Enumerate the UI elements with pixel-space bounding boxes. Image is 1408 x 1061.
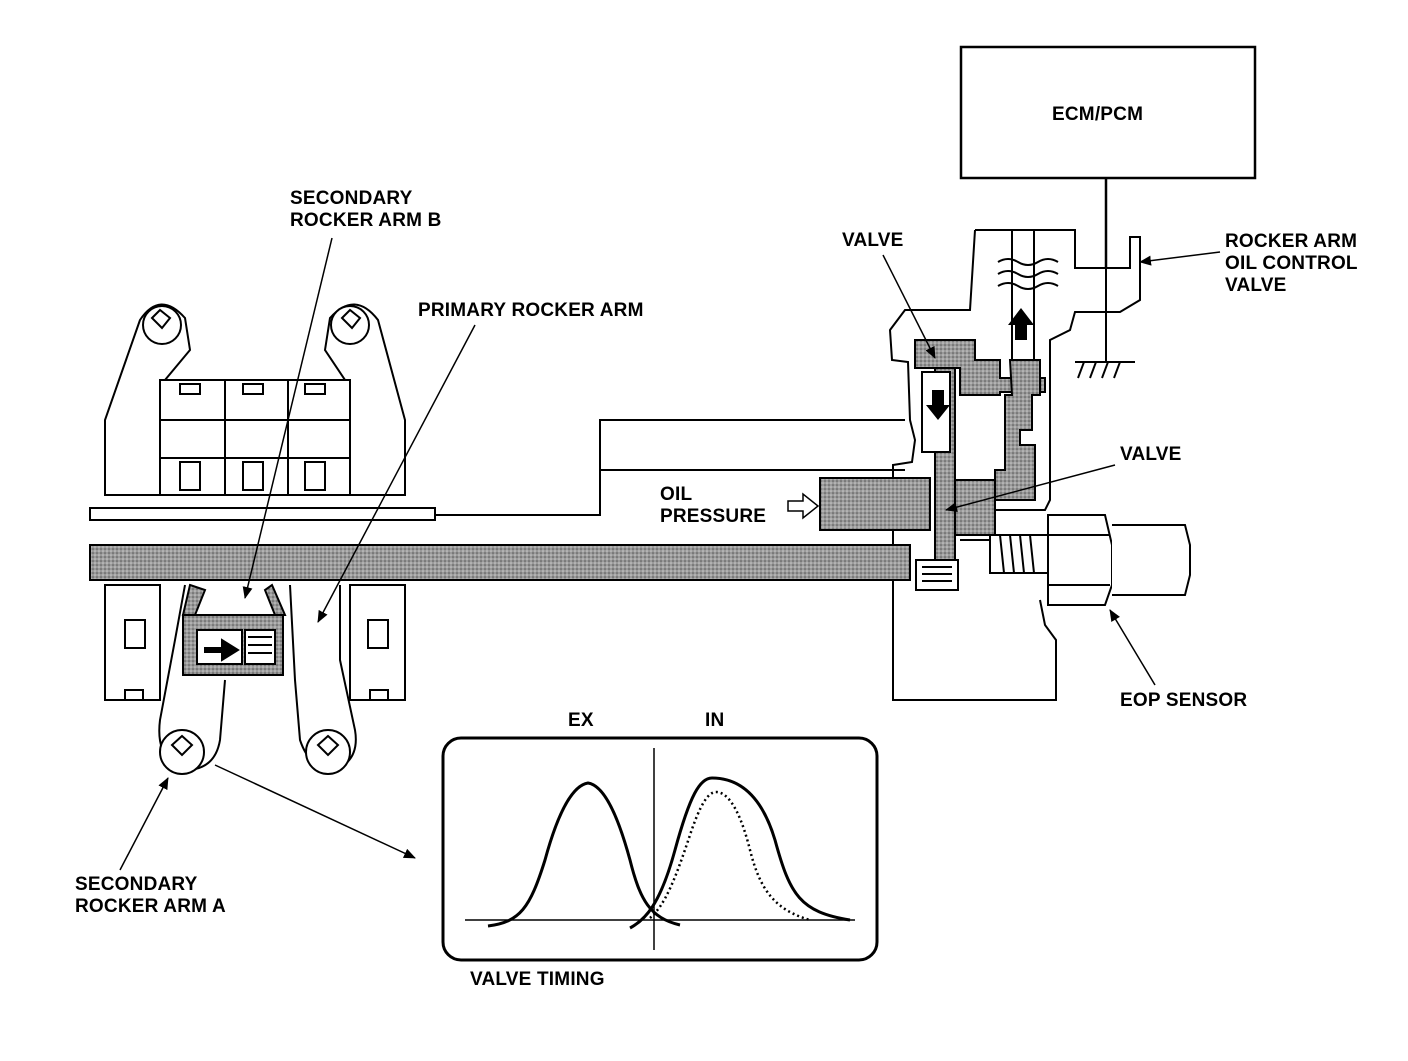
in-label: IN <box>705 710 725 731</box>
rocker-shaft <box>89 419 931 581</box>
valve-timing-label: VALVE TIMING <box>470 969 605 990</box>
oil-pressure-arrow-icon <box>787 492 820 520</box>
valve-timing-graph <box>441 736 879 962</box>
rocker-oil-control-line3: VALVE <box>1225 275 1287 296</box>
valve-top-label: VALVE <box>842 230 904 251</box>
ecm-pcm-label: ECM/PCM <box>1052 104 1144 125</box>
exhaust-curve <box>487 781 681 928</box>
valve-mid-label: VALVE <box>1120 444 1182 465</box>
eop-sensor <box>989 514 1191 606</box>
synchronizing-pistons <box>181 583 287 676</box>
ex-label: EX <box>568 710 594 731</box>
ecm-pcm-box <box>959 45 1257 180</box>
leader-lines <box>119 237 1221 871</box>
intake-curve-low <box>649 790 811 922</box>
control-valve-spool <box>915 371 959 591</box>
rocker-oil-control-line1: ROCKER ARM <box>1225 231 1358 252</box>
rocker-oil-control-line2: OIL CONTROL <box>1225 253 1358 274</box>
rocker-arm-assembly <box>104 303 406 775</box>
flow-arrows <box>926 308 1034 420</box>
secondary-rocker-arm-a-line2: ROCKER ARM A <box>75 896 226 917</box>
secondary-rocker-arm-b-line1: SECONDARY <box>290 188 413 209</box>
secondary-rocker-arm-a-line1: SECONDARY <box>75 874 198 895</box>
secondary-rocker-arm-b-label: SECONDARY ROCKER ARM B <box>290 188 442 232</box>
intake-curve-high <box>629 776 851 930</box>
secondary-rocker-arm-a-label: SECONDARY ROCKER ARM A <box>75 874 226 918</box>
eop-sensor-label: EOP SENSOR <box>1120 690 1248 711</box>
oil-pressure-label: OIL PRESSURE <box>660 484 766 528</box>
rocker-arm-oil-control-valve-label: ROCKER ARM OIL CONTROL VALVE <box>1225 231 1358 297</box>
oil-pressure-line1: OIL <box>660 484 693 505</box>
primary-rocker-arm-label: PRIMARY ROCKER ARM <box>418 300 644 321</box>
oil-pressure-line2: PRESSURE <box>660 506 767 527</box>
secondary-rocker-arm-b-line2: ROCKER ARM B <box>290 210 442 231</box>
oil-control-valve-body <box>888 229 1141 701</box>
